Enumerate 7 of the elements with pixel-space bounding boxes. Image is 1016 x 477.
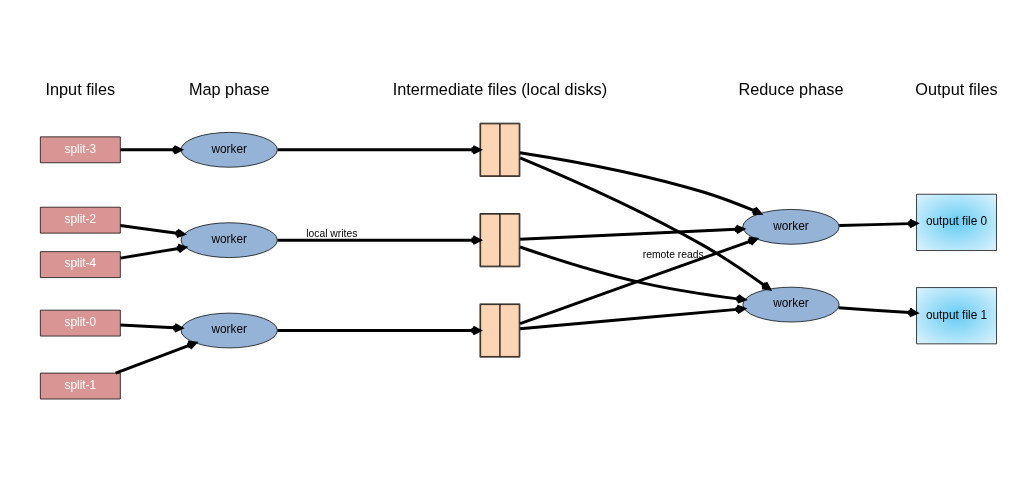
label: Map phase [188, 80, 270, 99]
edge-label: remote reads [642, 249, 704, 261]
label: Intermediate files (local disks) [392, 80, 608, 99]
label: Reduce phase [738, 80, 844, 99]
label: Input files [45, 80, 116, 99]
label: Output files [915, 80, 998, 99]
edge-label: local writes [306, 228, 358, 240]
